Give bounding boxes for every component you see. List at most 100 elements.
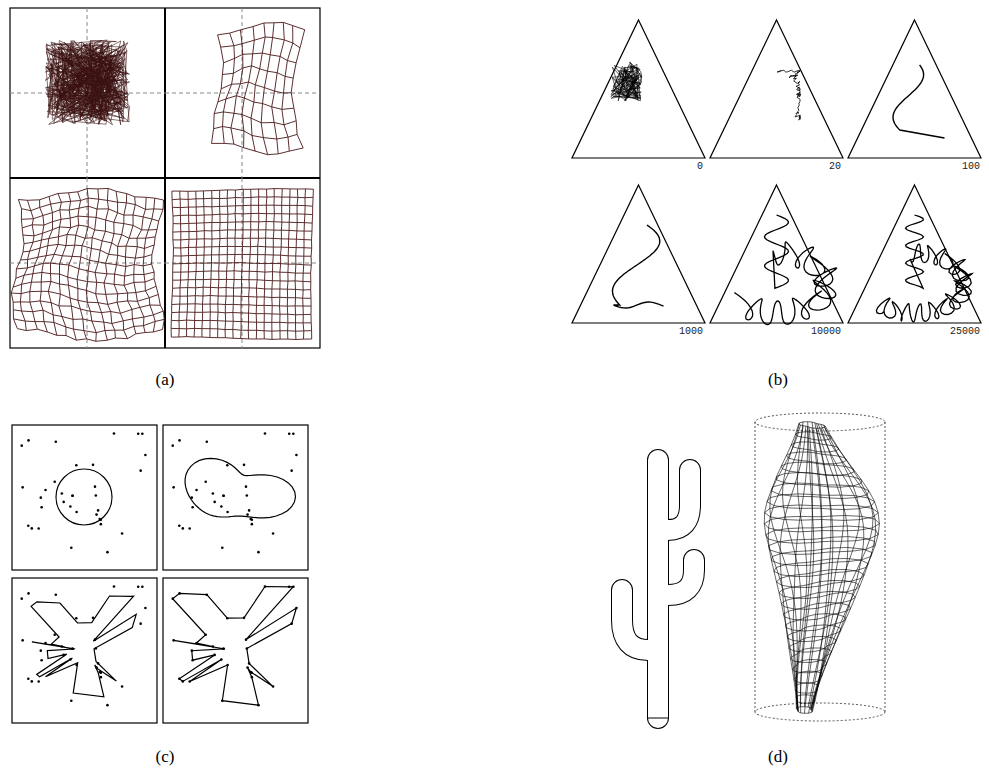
bounding-cylinder — [885, 422, 886, 712]
data-point — [27, 439, 30, 442]
grid-line — [24, 235, 154, 249]
iteration-count: 0 — [697, 161, 703, 172]
data-point — [220, 505, 223, 508]
data-point — [75, 511, 78, 514]
data-point — [37, 527, 40, 530]
grid-line — [225, 190, 228, 338]
grid-line — [242, 27, 254, 148]
triangle — [848, 185, 981, 323]
grid-line — [172, 205, 312, 207]
grid-line — [104, 191, 118, 338]
data-point — [27, 592, 30, 595]
data-point — [226, 464, 229, 467]
data-point — [226, 511, 229, 514]
grid-line — [173, 238, 312, 240]
data-point — [204, 480, 207, 483]
cactus-outline — [622, 590, 648, 650]
grid-line — [272, 189, 275, 340]
data-point — [246, 513, 249, 516]
data-point — [100, 523, 103, 526]
iteration-count: 25000 — [950, 326, 980, 337]
data-point — [137, 433, 140, 436]
iteration-count: 1000 — [679, 326, 703, 337]
grid-line — [172, 189, 314, 192]
grid-line — [152, 200, 165, 330]
data-point — [295, 454, 298, 457]
data-point — [54, 440, 57, 443]
data-point — [121, 532, 124, 535]
square-frame — [163, 578, 308, 723]
data-point — [121, 685, 124, 688]
grid-line — [202, 191, 204, 337]
data-point — [71, 494, 74, 497]
data-point — [21, 639, 24, 642]
mesh-line — [811, 424, 864, 709]
data-point — [27, 524, 30, 527]
data-point — [137, 586, 140, 589]
data-point — [181, 527, 184, 530]
cactus-outline — [668, 560, 694, 595]
grid-line — [172, 197, 313, 200]
grid-line — [11, 200, 24, 329]
data-point — [272, 532, 275, 535]
data-point — [172, 486, 175, 489]
data-point — [188, 527, 191, 530]
data-point — [70, 546, 73, 549]
data-point — [106, 551, 109, 554]
data-point — [70, 699, 73, 702]
data-point — [94, 485, 97, 488]
contour — [56, 469, 112, 525]
grid-line — [223, 33, 235, 143]
data-point — [69, 505, 72, 508]
grid-line — [291, 30, 305, 148]
data-point — [39, 496, 42, 499]
panel-caption: (b) — [768, 370, 788, 390]
grid-line — [30, 200, 44, 329]
cactus-outline — [668, 470, 690, 530]
grid-line — [22, 198, 164, 211]
data-point — [95, 513, 98, 516]
cactus-fill — [668, 560, 694, 595]
data-point — [40, 506, 43, 509]
grid-line — [171, 337, 311, 340]
grid-line — [218, 22, 305, 35]
data-point — [141, 432, 144, 435]
grid-line — [187, 191, 190, 336]
mesh-line — [793, 427, 808, 713]
grid-line — [77, 189, 88, 339]
data-point — [71, 494, 74, 497]
data-point — [171, 444, 174, 447]
data-point — [21, 486, 24, 489]
grid-line — [171, 191, 173, 337]
grid-line — [261, 23, 274, 155]
mesh-line — [811, 424, 876, 709]
grid-line — [22, 216, 157, 230]
data-point — [288, 433, 291, 436]
data-point — [30, 680, 33, 683]
chain — [734, 215, 836, 325]
data-point — [257, 551, 260, 554]
grid-line — [173, 230, 312, 232]
data-point — [54, 593, 57, 596]
data-point — [37, 680, 40, 683]
tangled-net — [45, 40, 130, 125]
data-point — [144, 454, 147, 457]
mesh-line — [770, 424, 799, 710]
mesh-line — [812, 427, 859, 711]
chain — [893, 65, 945, 138]
triangle — [572, 20, 705, 158]
bounding-cylinder — [755, 422, 756, 712]
grid-line — [143, 198, 155, 332]
mesh-line — [804, 422, 822, 707]
data-point — [246, 494, 249, 497]
square-frame — [12, 578, 157, 723]
grid-line — [231, 30, 243, 144]
grid-line — [248, 189, 251, 339]
iteration-count: 10000 — [811, 326, 841, 337]
data-point — [95, 494, 98, 497]
panel-frame — [10, 8, 320, 348]
data-point — [53, 480, 56, 483]
data-point — [290, 469, 293, 472]
data-point — [139, 622, 142, 625]
